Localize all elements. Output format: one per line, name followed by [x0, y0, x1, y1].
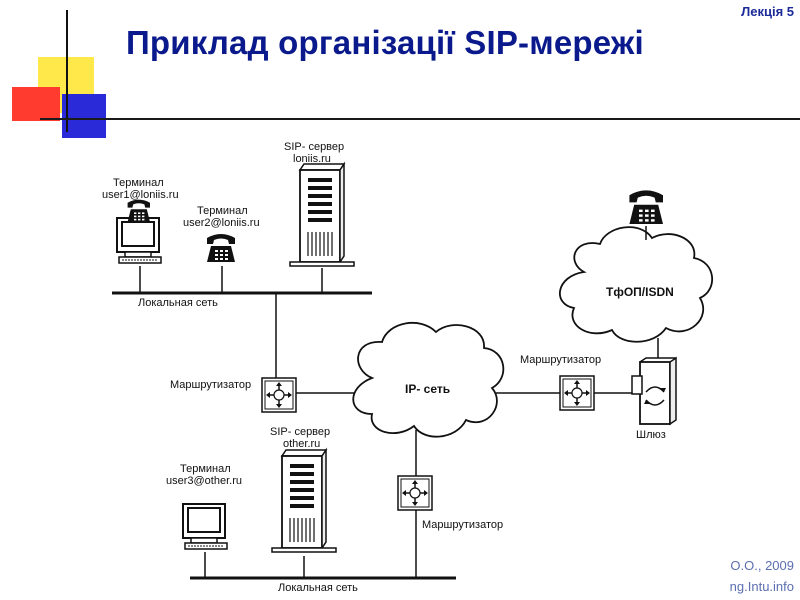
pstn-cloud: [559, 226, 714, 343]
footer-site: ng.Intu.info: [729, 579, 794, 594]
deco-vertical-line: [66, 10, 68, 132]
pstn-label: ТфОП/ISDN: [606, 285, 674, 299]
lan-top-label: Локальная сеть: [138, 297, 218, 309]
computer-icon: [182, 503, 228, 550]
telephone-icon: [127, 199, 150, 222]
terminal2-label: Терминал user2@loniis.ru: [183, 205, 260, 229]
sip-server1-label: SIP- сервер loniis.ru: [284, 141, 347, 165]
deco-red-square: [12, 87, 60, 121]
sip-server2-label: SIP- сервер other.ru: [270, 426, 333, 450]
footer-author: О.О., 2009: [730, 558, 794, 573]
telephone-icon: [207, 234, 235, 262]
gateway-icon: [631, 356, 677, 426]
deco-blue-square: [62, 94, 106, 138]
router-icon: [397, 475, 433, 511]
title-divider: [40, 118, 800, 120]
server-icon: [289, 163, 355, 267]
telephone-icon: [629, 190, 663, 224]
terminal3-label: Терминал user3@other.ru: [166, 463, 242, 487]
router-icon: [261, 377, 297, 413]
terminal1-label: Терминал user1@loniis.ru: [102, 177, 179, 201]
computer-icon: [116, 217, 162, 264]
gateway-label: Шлюз: [636, 429, 666, 441]
ip-network-cloud: [352, 322, 505, 438]
lecture-number: Лекція 5: [741, 4, 794, 19]
server-icon: [271, 449, 337, 553]
router-icon: [559, 375, 595, 411]
router-right-label: Маршрутизатор: [520, 354, 601, 366]
router-left-label: Маршрутизатор: [170, 379, 251, 391]
lan-bottom-label: Локальная сеть: [278, 582, 358, 594]
page-title: Приклад організації SIP-мережі: [126, 24, 644, 61]
ip-network-label: IP- сеть: [405, 382, 450, 396]
router-bottom-label: Маршрутизатор: [422, 519, 503, 531]
